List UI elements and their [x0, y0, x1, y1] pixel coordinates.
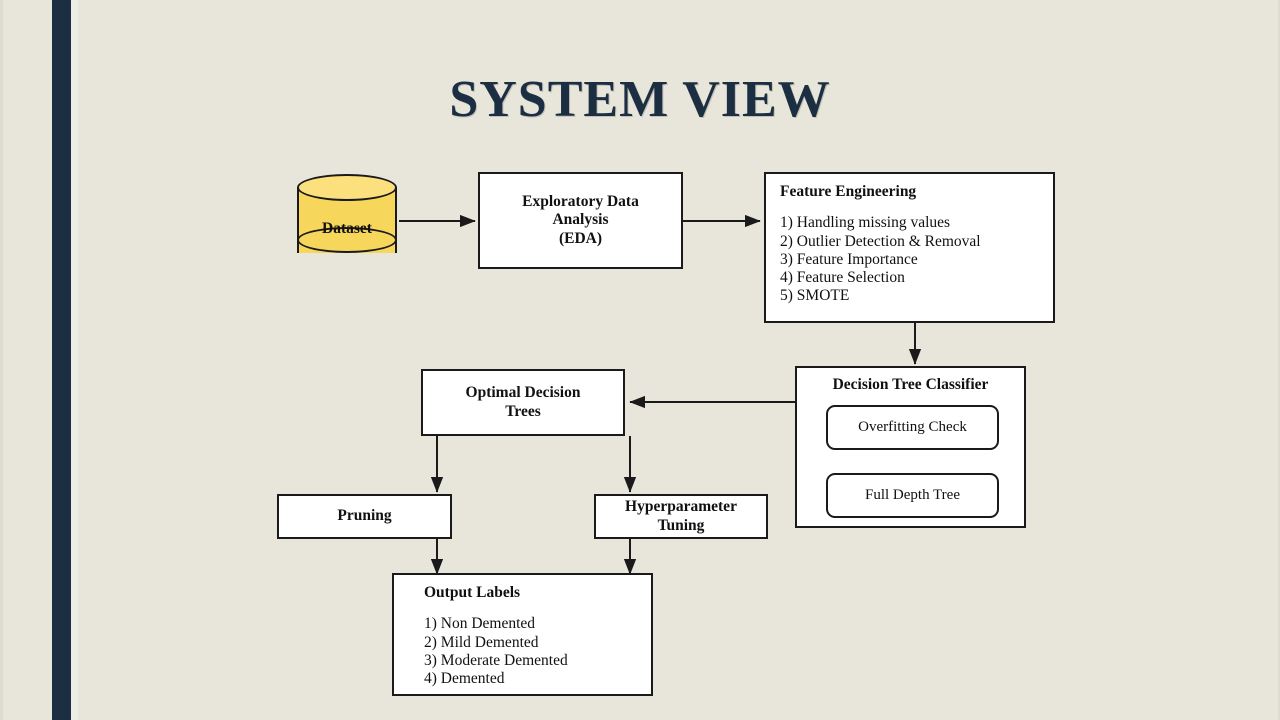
list-item: 4) Feature Selection: [780, 269, 905, 287]
node-output-labels[interactable]: Output Labels 1) Non Demented 2) Mild De…: [392, 573, 653, 696]
node-output-labels-title: Output Labels: [424, 584, 521, 601]
left-edge-divider: [0, 0, 3, 720]
node-optimal-decision-trees-line1: Optimal Decision: [465, 384, 581, 402]
node-hyperparameter-tuning-text: Hyperparameter Tuning: [625, 498, 737, 535]
cylinder-top-ellipse: [297, 174, 397, 201]
node-eda-line2: Analysis: [552, 211, 609, 229]
subnode-full-depth-tree[interactable]: Full Depth Tree: [826, 473, 999, 518]
node-dataset[interactable]: Dataset: [297, 174, 397, 266]
right-edge-divider: [1278, 0, 1280, 720]
node-hyperparameter-tuning[interactable]: Hyperparameter Tuning: [594, 494, 768, 539]
node-eda-text: Exploratory Data Analysis (EDA): [522, 193, 639, 248]
node-output-labels-list: 1) Non Demented 2) Mild Demented 3) Mode…: [424, 615, 639, 688]
list-item: 1) Handling missing values: [780, 214, 951, 232]
node-feature-engineering-title: Feature Engineering: [780, 183, 917, 200]
node-hyperparameter-tuning-line1: Hyperparameter: [625, 498, 737, 516]
node-optimal-decision-trees-text: Optimal Decision Trees: [466, 384, 581, 421]
node-decision-tree-classifier-title: Decision Tree Classifier: [832, 376, 989, 393]
subnode-overfitting-check[interactable]: Overfitting Check: [826, 405, 999, 450]
node-eda[interactable]: Exploratory Data Analysis (EDA): [478, 172, 683, 269]
cylinder-bottom-ellipse: [297, 227, 397, 253]
node-optimal-decision-trees-line2: Trees: [505, 402, 541, 420]
page-title: SYSTEM VIEW: [449, 71, 831, 128]
node-eda-line1: Exploratory Data: [522, 193, 639, 211]
list-item: 2) Outlier Detection & Removal: [780, 232, 981, 250]
node-feature-engineering-list: 1) Handling missing values 2) Outlier De…: [780, 214, 1041, 305]
node-feature-engineering[interactable]: Feature Engineering 1) Handling missing …: [764, 172, 1055, 323]
node-dataset-label: Dataset: [322, 220, 372, 237]
node-hyperparameter-tuning-line2: Tuning: [657, 516, 705, 534]
node-decision-tree-classifier[interactable]: Decision Tree Classifier Overfitting Che…: [795, 366, 1026, 528]
list-item: 2) Mild Demented: [424, 633, 539, 651]
list-item: 3) Moderate Demented: [424, 651, 568, 669]
list-item: 1) Non Demented: [424, 615, 536, 633]
subnode-full-depth-tree-label: Full Depth Tree: [864, 487, 960, 503]
node-eda-line3: (EDA): [558, 229, 603, 247]
sidebar-light-stripe: [71, 0, 78, 720]
sidebar-accent-stripe: [52, 0, 71, 720]
node-pruning[interactable]: Pruning: [277, 494, 452, 539]
subnode-overfitting-check-label: Overfitting Check: [858, 419, 967, 435]
list-item: 3) Feature Importance: [780, 250, 918, 268]
list-item: 4) Demented: [424, 670, 505, 688]
list-item: 5) SMOTE: [780, 287, 850, 305]
node-optimal-decision-trees[interactable]: Optimal Decision Trees: [421, 369, 625, 436]
node-pruning-label: Pruning: [337, 507, 392, 525]
